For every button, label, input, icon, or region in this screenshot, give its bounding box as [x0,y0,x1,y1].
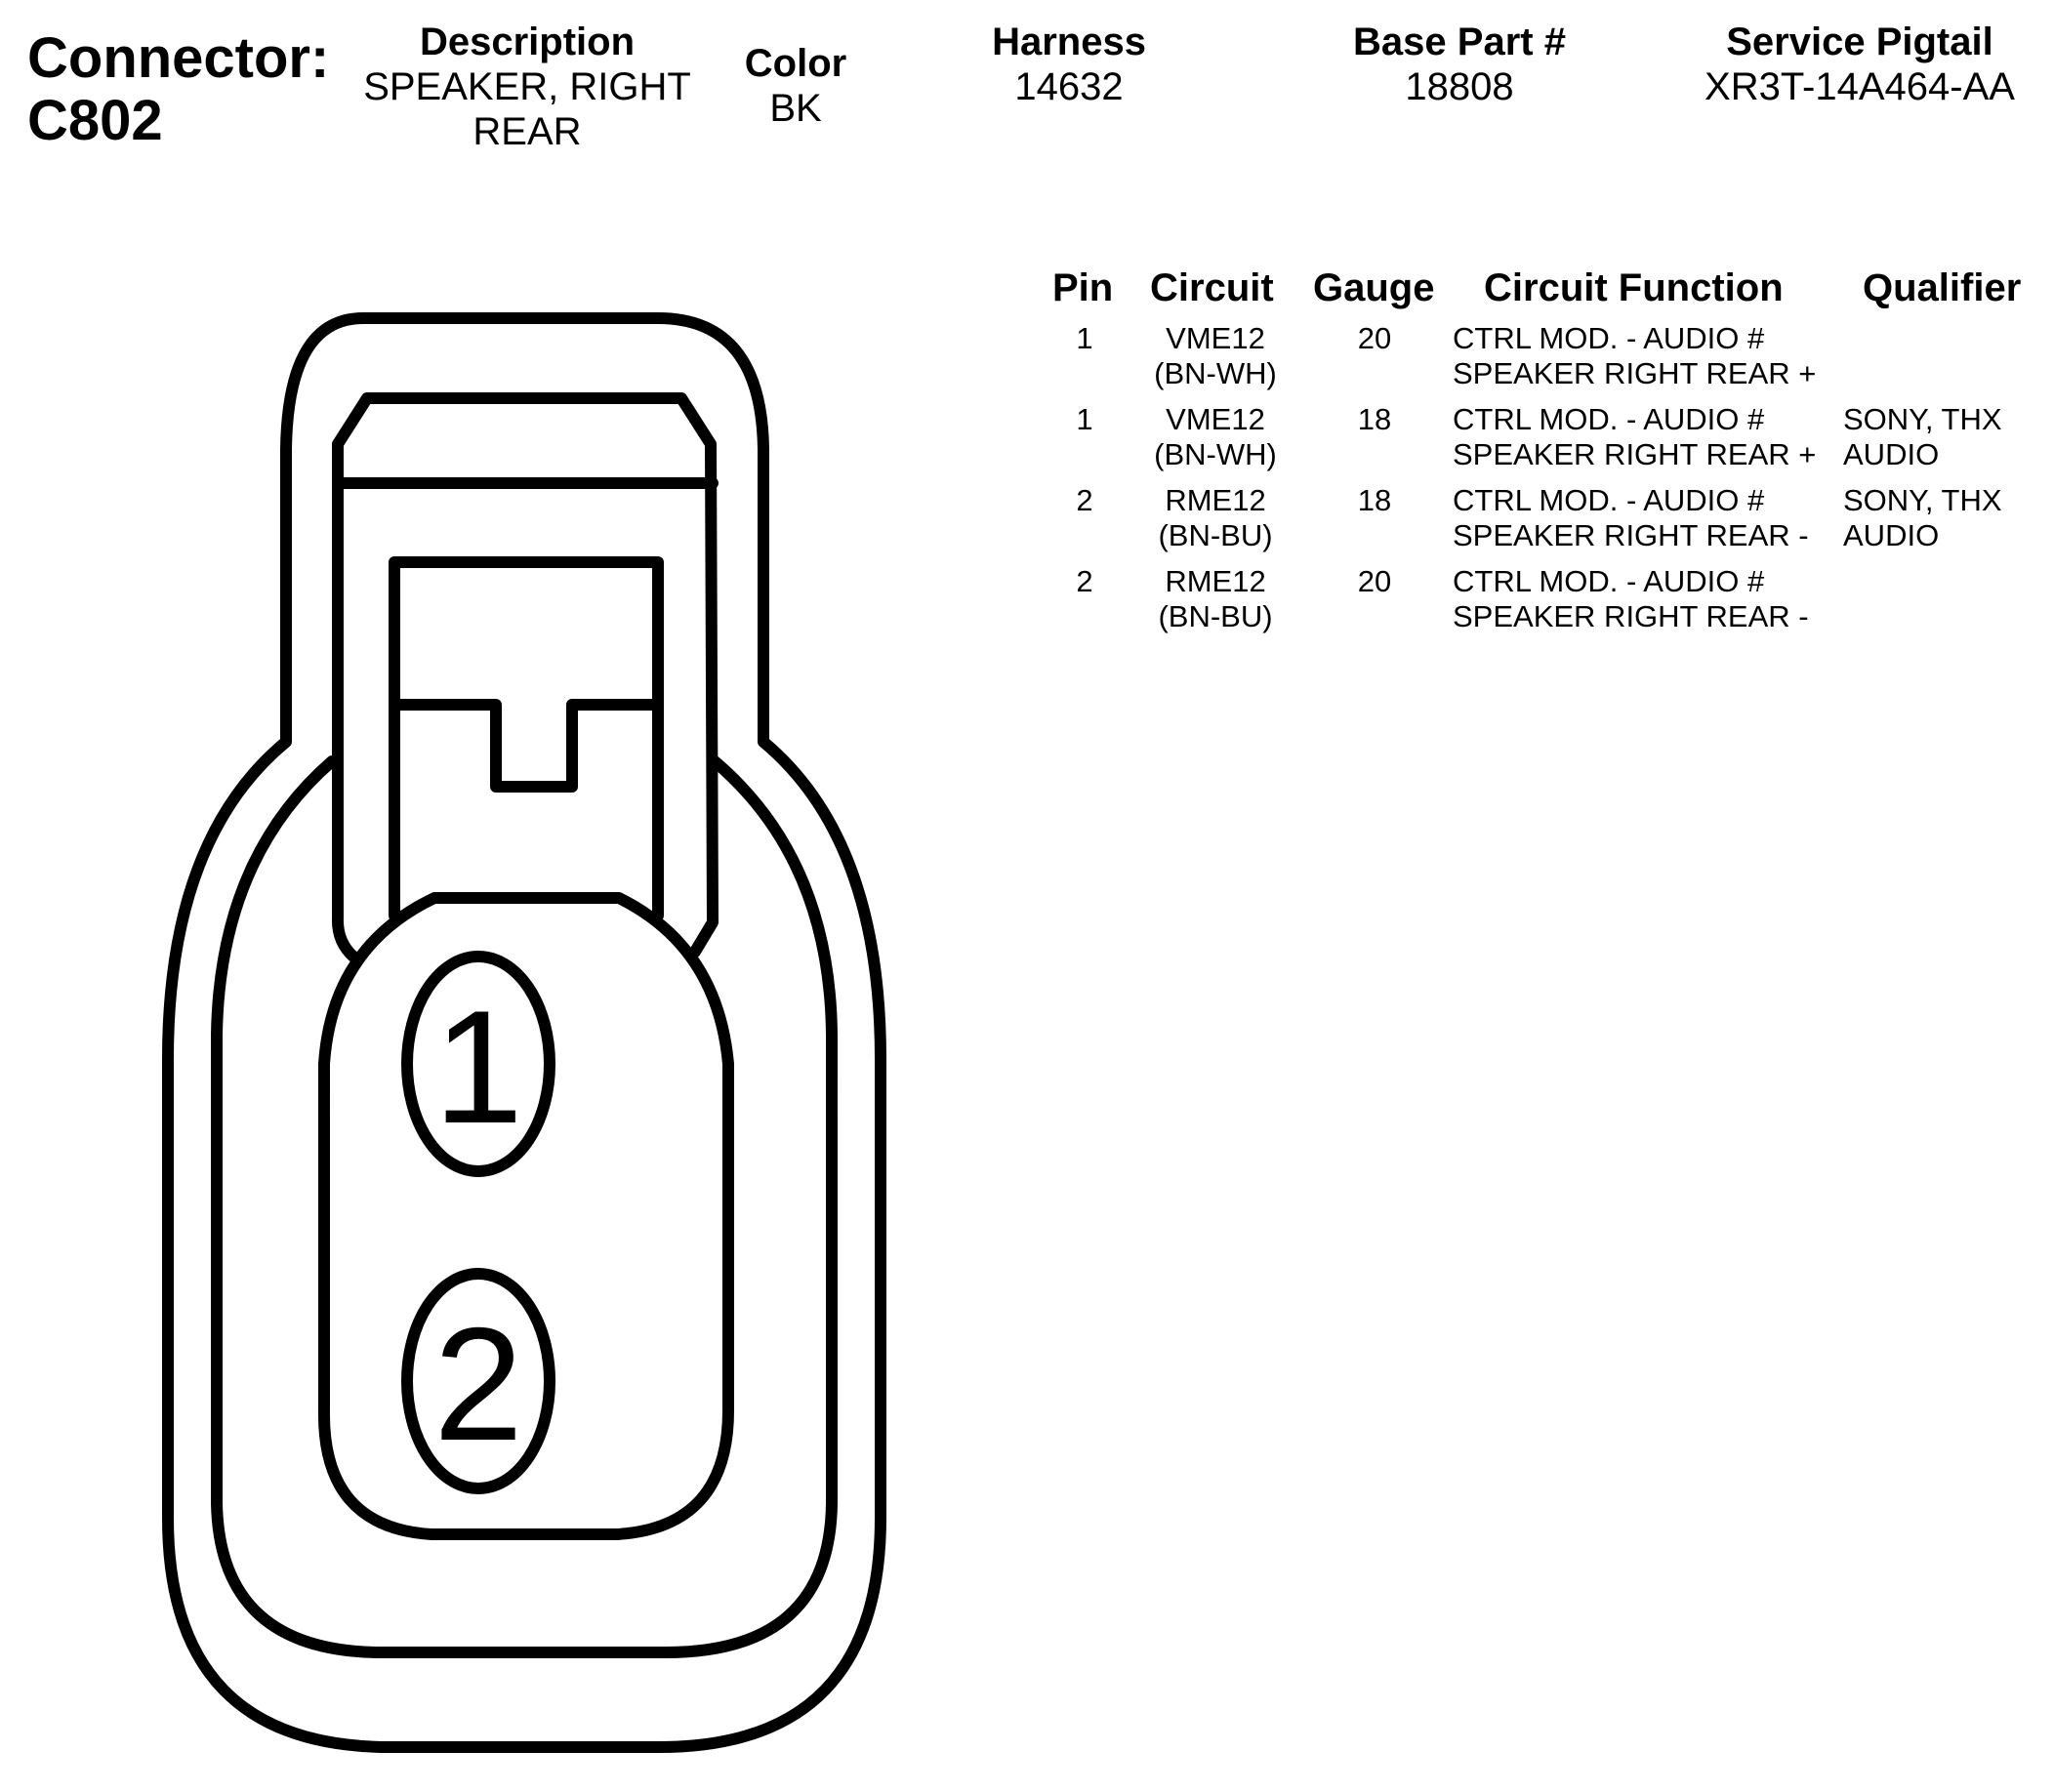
color-label: Color [744,42,847,85]
connector-id-block: Connector: C802 [27,27,329,152]
color-value: BK [769,87,822,130]
description-block: Description SPEAKER, RIGHT REAR [347,20,708,154]
cell-function-line2: SPEAKER RIGHT REAR - [1453,518,1809,552]
cell-gauge: 18 [1357,402,1392,436]
pin-1-label: 1 [433,977,523,1157]
cell-function-line2: SPEAKER RIGHT REAR + [1453,437,1817,471]
service-pigtail-block: Service Pigtail XR3T-14A464-AA [1674,20,2045,109]
cell-gauge: 20 [1357,321,1392,355]
description-label: Description [419,20,636,63]
column-header-pin: Pin [1052,266,1114,309]
cell-function-line1: CTRL MOD. - AUDIO # [1453,321,1765,355]
column-header-gauge: Gauge [1313,266,1435,309]
harness-label: Harness [992,20,1146,63]
cell-circuit: VME12 [1166,321,1265,355]
cell-function-line1: CTRL MOD. - AUDIO # [1453,564,1765,598]
column-header-qualifier: Qualifier [1863,266,2022,309]
base-part-block: Base Part # 18808 [1323,20,1596,109]
cell-pin: 2 [1076,564,1093,598]
connector-id: C802 [27,89,163,152]
connector-inner-shell [211,755,838,1658]
cell-pin: 2 [1076,483,1093,517]
cell-qualifier-line2: AUDIO [1843,437,1940,471]
cell-gauge: 20 [1357,564,1392,598]
cell-circuit: RME12 [1165,564,1266,598]
cell-circuit-color: (BN-WH) [1154,356,1277,390]
locking-tab-frame [331,392,719,962]
pin-2-label: 2 [433,1294,523,1474]
pin-1-circle [401,951,555,1177]
cell-circuit-color: (BN-WH) [1154,437,1277,471]
base-part-label: Base Part # [1353,20,1566,63]
harness-block: Harness 14632 [962,20,1176,109]
cell-qualifier-line2: AUDIO [1843,518,1940,552]
cell-circuit: RME12 [1165,483,1266,517]
cell-circuit-color: (BN-BU) [1158,599,1273,633]
connector-outer-shell [162,312,886,1753]
cell-circuit: VME12 [1166,402,1265,436]
cell-function-line2: SPEAKER RIGHT REAR - [1453,599,1809,633]
locking-tab-window [389,556,664,921]
base-part-value: 18808 [1405,65,1514,108]
service-pigtail-value: XR3T-14A464-AA [1705,65,2015,108]
connector-label: Connector: [27,26,330,90]
cell-function-line2: SPEAKER RIGHT REAR + [1453,356,1817,390]
cell-qualifier-line1: SONY, THX [1843,402,2002,436]
cell-qualifier-line1: SONY, THX [1843,483,2002,517]
column-header-circuit: Circuit [1150,266,1274,309]
description-value: SPEAKER, RIGHT REAR [363,65,691,153]
service-pigtail-label: Service Pigtail [1726,20,1993,63]
cell-circuit-color: (BN-BU) [1158,518,1273,552]
cell-pin: 1 [1076,402,1093,436]
locking-tab-notch [389,699,664,793]
color-block: Color BK [727,41,864,131]
cell-function-line1: CTRL MOD. - AUDIO # [1453,402,1765,436]
pin-2-circle [401,1268,555,1494]
harness-value: 14632 [1014,65,1124,108]
cell-pin: 1 [1076,321,1093,355]
cell-gauge: 18 [1357,483,1392,517]
column-header-circuit-function: Circuit Function [1484,266,1784,309]
pin-cavity-body [317,892,734,1540]
cell-function-line1: CTRL MOD. - AUDIO # [1453,483,1765,517]
